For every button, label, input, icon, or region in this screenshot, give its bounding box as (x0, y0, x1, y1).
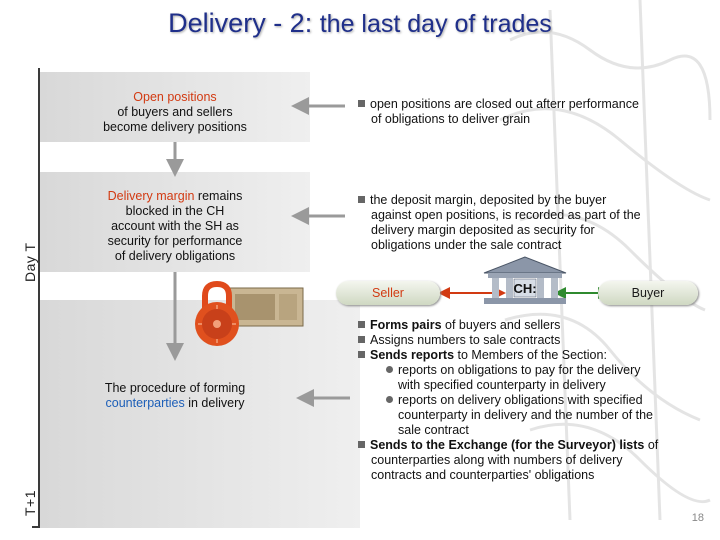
procedure-box: The procedure of forming counterparties … (55, 381, 295, 411)
closed-out-text: open positions are closed out afterr per… (358, 97, 703, 127)
task-sends-exchange: Sends to the Exchange (for the Surveyor)… (370, 438, 645, 452)
closed-out-line1: open positions are closed out afterr per… (370, 97, 639, 111)
deposit-margin-line2: against open positions, is recorded as p… (371, 208, 641, 222)
ch-tasks-list: Forms pairs of buyers and sellers Assign… (358, 318, 708, 483)
task-sends-exchange-of: of (644, 438, 659, 452)
delivery-margin-line3: account with the SH as (111, 219, 239, 233)
deposit-margin-text: the deposit margin, deposited by the buy… (358, 193, 703, 253)
bullet-square-icon (358, 441, 365, 448)
procedure-line2b: in delivery (184, 396, 245, 410)
report-payment-line2: with specified counterparty in delivery (398, 378, 606, 392)
open-positions-line2: of buyers and sellers (117, 105, 233, 119)
timeline-axis (38, 68, 40, 528)
procedure-line1: The procedure of forming (104, 381, 246, 395)
page-number: 18 (691, 512, 704, 524)
map-watermark-icon (499, 0, 712, 520)
panel-delivery-margin (40, 172, 310, 272)
open-positions-line3: become delivery positions (103, 120, 247, 134)
report-delivery-line1: reports on delivery obligations with spe… (398, 393, 643, 407)
bullet-square-icon (358, 196, 365, 203)
deposit-margin-line3: delivery margin deposited as security fo… (371, 223, 595, 237)
delivery-margin-line4: security for performance (107, 234, 243, 248)
slide-title: Delivery - 2: the last day of trades (0, 8, 720, 39)
bullet-square-icon (358, 321, 365, 328)
delivery-margin-box: Delivery margin remains blocked in the C… (60, 189, 290, 264)
task-sends-exchange-line2: counterparties along with numbers of del… (371, 453, 623, 467)
bullet-square-icon (358, 351, 365, 358)
delivery-margin-line1b: remains (194, 189, 243, 203)
lock-banknote-image (195, 280, 305, 350)
closed-out-line2: of obligations to deliver grain (371, 112, 531, 126)
bank-building-icon (483, 256, 567, 304)
task-sends-reports-rest: to Members of the Section: (454, 348, 607, 362)
open-positions-box: Open positions of buyers and sellers bec… (60, 90, 290, 135)
ch-label: CH: (513, 281, 537, 296)
clearing-house: CH: (480, 255, 570, 307)
delivery-margin-heading: Delivery margin (107, 189, 195, 203)
task-forms-pairs: Forms pairs (370, 318, 442, 332)
open-positions-heading: Open positions (133, 90, 217, 104)
bullet-square-icon (358, 100, 365, 107)
deposit-margin-line1: the deposit margin, deposited by the buy… (370, 193, 607, 207)
lock-icon (195, 280, 304, 346)
task-sends-exchange-line3: contracts and counterparties' obligation… (371, 468, 595, 482)
task-sends-reports: Sends reports (370, 348, 455, 362)
deposit-margin-line4: obligations under the sale contract (371, 238, 562, 252)
report-payment-line1: reports on obligations to pay for the de… (398, 363, 641, 377)
task-assigns-numbers: Assigns numbers to sale contracts (370, 333, 561, 347)
report-delivery-line2: counterparty in delivery and the number … (398, 408, 654, 422)
delivery-margin-line2: blocked in the CH (125, 204, 225, 218)
seller-chip: Seller (336, 281, 440, 305)
panel-procedure (40, 300, 360, 528)
title-subtitle: the last day of trades (319, 10, 552, 38)
bullet-dot-icon (386, 396, 393, 403)
report-delivery-line3: sale contract (398, 423, 469, 437)
procedure-counterparties: counterparties (105, 396, 185, 410)
bullet-dot-icon (386, 366, 393, 373)
delivery-margin-line5: of delivery obligations (114, 249, 236, 263)
bullet-square-icon (358, 336, 365, 343)
task-forms-pairs-rest: of buyers and sellers (441, 318, 561, 332)
title-main: Delivery - 2: (168, 8, 313, 38)
timeline-tick (32, 526, 46, 528)
panel-open-positions (40, 72, 310, 142)
buyer-chip: Buyer (598, 281, 698, 305)
